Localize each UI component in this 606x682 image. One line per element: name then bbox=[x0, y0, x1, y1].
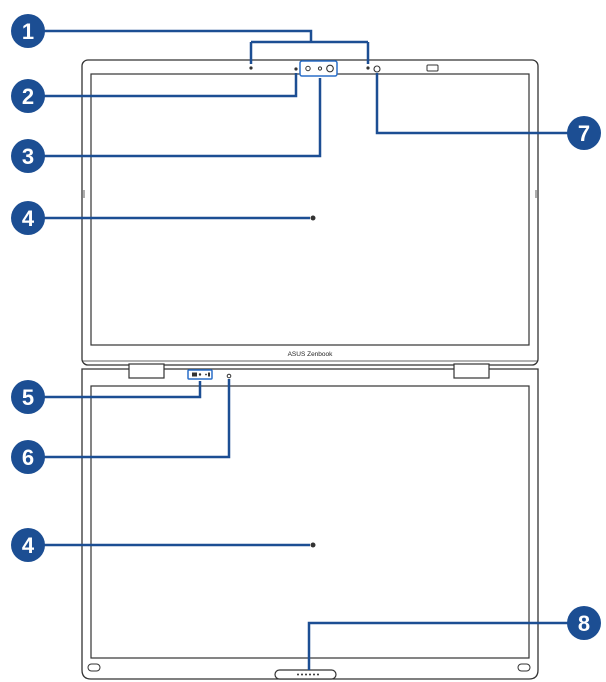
lower-display-unit bbox=[81, 363, 539, 680]
sensor-dot-icon bbox=[198, 373, 202, 376]
callout-line-3 bbox=[38, 78, 322, 158]
callout-badge-5: 5 bbox=[11, 380, 45, 414]
camera-shield-slot bbox=[426, 64, 439, 72]
callout-badge-2: 2 bbox=[11, 79, 45, 113]
svg-text:4: 4 bbox=[22, 206, 35, 231]
ir-camera-lens-icon bbox=[305, 65, 311, 72]
lower-bezel-components bbox=[187, 369, 337, 680]
top-bezel-components bbox=[249, 60, 439, 77]
upper-lid-outline bbox=[81, 59, 539, 366]
pogo-pin bbox=[313, 673, 315, 676]
bottom-right-foot bbox=[517, 663, 531, 672]
lower-screen-center-dot bbox=[310, 542, 316, 548]
callout-line-7 bbox=[375, 73, 573, 135]
svg-text:8: 8 bbox=[578, 611, 590, 636]
callout-line-2 bbox=[38, 73, 298, 98]
pogo-pin bbox=[309, 673, 311, 676]
ir-led-icon bbox=[317, 66, 323, 71]
callout-badge-6: 6 bbox=[11, 440, 45, 474]
camera-indicator-dot bbox=[294, 67, 298, 71]
svg-text:5: 5 bbox=[22, 385, 34, 410]
callout-badge-1: 1 bbox=[11, 14, 45, 48]
main-camera-lens-icon bbox=[326, 64, 334, 73]
pogo-pin bbox=[317, 673, 319, 676]
microphone-left-dot bbox=[249, 66, 253, 70]
bottom-left-foot bbox=[87, 663, 101, 672]
pogo-pins bbox=[297, 673, 319, 676]
pogo-pin bbox=[297, 673, 299, 676]
upper-screen-panel bbox=[90, 73, 530, 346]
callout-badges: 1 2 3 4 5 6 4 7 bbox=[11, 14, 601, 640]
callout-badge-3: 3 bbox=[11, 139, 45, 173]
sensor-bar-icon bbox=[208, 372, 210, 377]
callout-badge-4-lower: 4 bbox=[11, 528, 45, 562]
svg-text:7: 7 bbox=[578, 121, 590, 146]
callout-line-6 bbox=[38, 379, 231, 459]
callout-lines bbox=[38, 29, 573, 670]
callout-badge-4-upper: 4 bbox=[11, 201, 45, 235]
svg-text:1: 1 bbox=[22, 19, 34, 44]
right-hinge bbox=[453, 363, 490, 379]
svg-text:3: 3 bbox=[22, 144, 34, 169]
sensor-small-dot-icon bbox=[205, 373, 207, 376]
lower-screen-panel bbox=[90, 385, 530, 659]
upper-display-unit bbox=[81, 59, 539, 366]
camera-shield-icon bbox=[373, 65, 381, 73]
callout-line-5 bbox=[38, 381, 202, 399]
svg-text:6: 6 bbox=[22, 445, 34, 470]
callout-badge-8: 8 bbox=[567, 606, 601, 640]
left-hinge bbox=[128, 363, 165, 379]
callout-badge-7: 7 bbox=[567, 116, 601, 150]
status-indicator-icon bbox=[226, 373, 232, 379]
pogo-pin bbox=[305, 673, 307, 676]
callout-line-1 bbox=[38, 29, 370, 64]
lower-base-outline bbox=[81, 368, 539, 680]
upper-screen-center-dot bbox=[310, 215, 316, 221]
svg-text:2: 2 bbox=[22, 84, 34, 109]
microphone-right-dot bbox=[366, 66, 370, 70]
svg-text:4: 4 bbox=[22, 533, 35, 558]
brand-label: ASUS Zenbook bbox=[288, 351, 334, 358]
sensor-window-icon bbox=[192, 372, 197, 377]
pogo-pin bbox=[301, 673, 303, 676]
callout-line-8 bbox=[307, 621, 573, 670]
